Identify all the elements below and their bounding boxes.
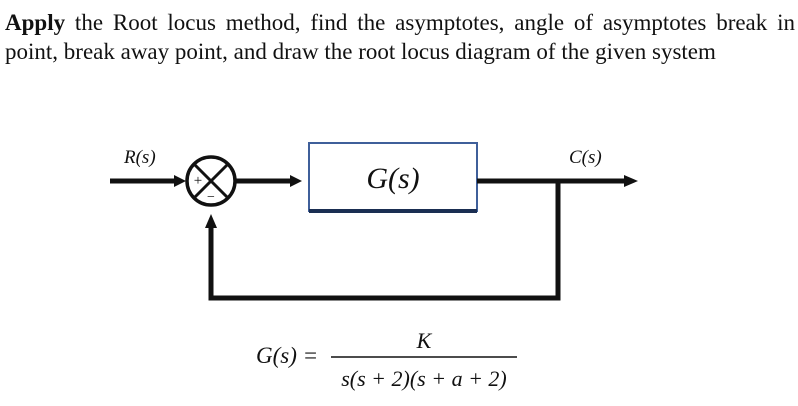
forward-arrow-head [290, 175, 302, 187]
block-label: G(s) [366, 162, 419, 195]
formula-lhs: G(s) = [256, 343, 318, 368]
question-body: the Root locus method, find the asymptot… [5, 10, 795, 64]
input-label: R(s) [123, 147, 156, 168]
formula-denominator: s(s + 2)(s + a + 2) [341, 366, 507, 391]
output-label: C(s) [569, 147, 602, 168]
feedback-arrow-head [205, 214, 217, 228]
minus-sign: − [207, 190, 215, 205]
question-text: Apply the Root locus method, find the as… [5, 8, 795, 66]
plus-sign: + [194, 173, 202, 189]
formula-numerator: K [416, 328, 433, 353]
input-arrow-head [174, 175, 186, 187]
output-arrow-head [624, 175, 638, 187]
question-bold-word: Apply [5, 10, 66, 35]
